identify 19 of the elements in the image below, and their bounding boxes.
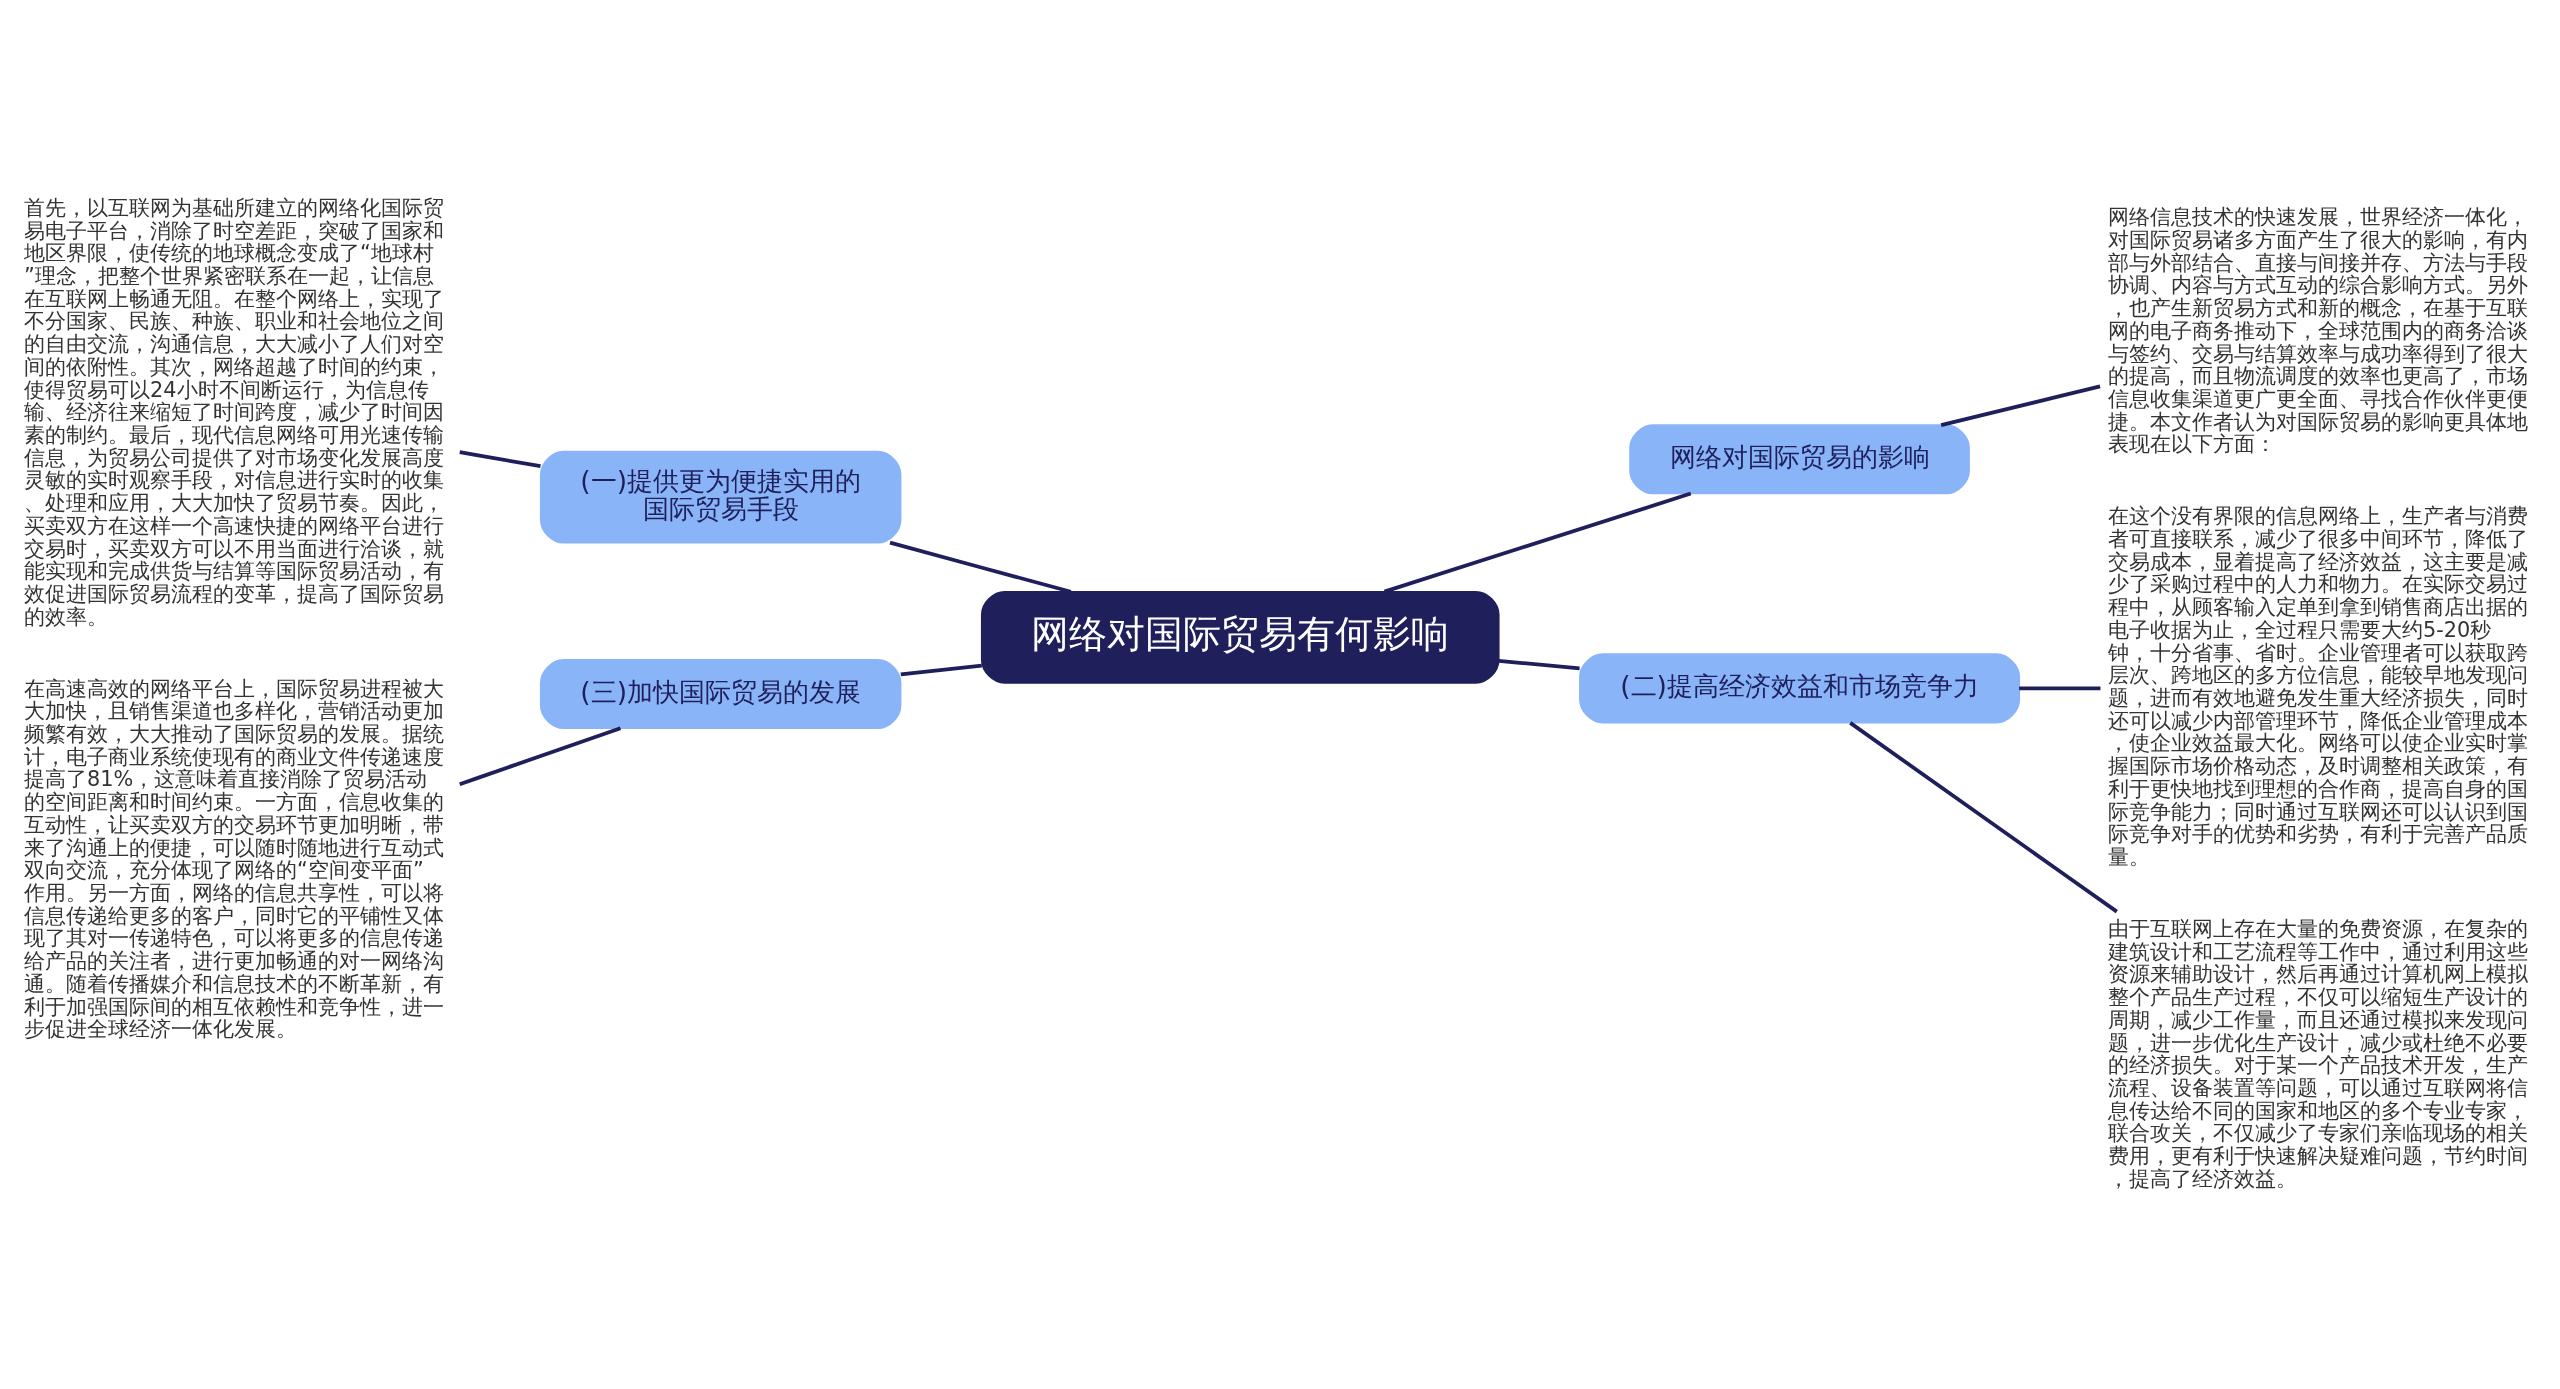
node-box: (一)提供更为便捷实用的国际贸易手段: [539, 450, 902, 544]
node-text: 网络信息技术的快速发展，世界经济一体化，对国际贸易诸多方面产生了很大的影响，有内部与外部结合、直接与间接并存、方法与手段协调、内容与方式互动的综合影响方式。另外，也产生新贸易方式和新的概念，在基于互联网的电子商务推动下，全球范围内的商务洽谈与签约、交易与结算效率与成功率得到了很大的提高，而且物流调度的效率也更高了，市场信息收集渠道更广更全面、寻找合作伙伴更便捷。本文作者认为对国际贸易的影响更具体地表现在以下方面：: [2108, 204, 2529, 456]
connector: [1849, 720, 2118, 913]
connector: [889, 540, 1072, 594]
connector: [459, 449, 541, 468]
node-box: 网络对国际贸易有何影响: [980, 590, 1500, 684]
node-text: 在高速高效的网络平台上，国际贸易进程被大大加快，且销售渠道也多样化，营销活动更加频繁有效，大大推动了国际贸易的发展。据统计，电子商业系统使现有的商业文件传递速度提高了81%，这意味着直接消除了贸易活动的空间距离和时间约束。一方面，信息收集的互动性，让买卖双方的交易环节更加明晰，带来了沟通上的便捷，可以随时随地进行互动式双向交流，充分体现了网络的“空间变平面”作用。另一方面，网络的信息共享性，可以将信息传递给更多的客户，同时它的平铺性又体现了其对一传递特色，可以将更多的信息传递给产品的关注者，进行更加畅通的对一网络沟通。随着传播媒介和信息技术的不断革新，有利于加强国际间的相互依赖性和竞争性，进一步促进全球经济一体化发展。: [24, 676, 445, 1041]
node-box: 网络对国际贸易的影响: [1629, 423, 1970, 494]
node-text: 首先，以互联网为基础所建立的网络化国际贸易电子平台，消除了时空差距，突破了国家和地区界限，使传统的地球概念变成了“地球村”理念，把整个世界紧密联系在一起，让信息在互联网上畅通无阻。在整个网络上，实现了不分国家、民族、种族、职业和社会地位之间的自由交流，沟通信息，大大减小了人们对空间的依附性。其次，网络超越了时间的约束，使得贸易可以24小时不间断运行，为信息传输、经济往来缩短了时间跨度，减少了时间因素的制约。最后，现代信息网络可用光速传输信息，为贸易公司提供了对市场变化发展高度灵敏的实时观察手段，对信息进行实时的收集、处理和应用，大大加快了贸易节奏。因此，买卖双方在这样一个高速快捷的网络平台进行交易时，买卖双方可以不用当面进行洽谈，就能实现和完成供货与结算等国际贸易活动，有效促进国际贸易流程的变革，提高了国际贸易的效率。: [24, 195, 445, 629]
connector: [459, 725, 622, 786]
connector: [1383, 491, 1692, 593]
node-box: (三)加快国际贸易的发展: [539, 658, 902, 729]
node-text: 由于互联网上存在大量的免费资源，在复杂的建筑设计和工艺流程等工作中，通过利用这些资源来辅助设计，然后再通过计算机网上模拟整个产品生产过程，不仅可以缩短生产设计的周期，减少工作量，而且还通过模拟来发现问题，进一步优化生产设计，减少或杜绝不必要的经济损失。对于某一个产品技术开发，生产流程、设备装置等问题，可以通过互联网将信息传达给不同的国家和地区的多个专业专家，联合攻关，不仅减少了专家们亲临现场的相关费用，更有利于快速解决疑难问题，节约时间，提高了经济效益。: [2108, 916, 2529, 1191]
node-box: (二)提高经济效益和市场竞争力: [1579, 652, 2021, 723]
connector: [1498, 658, 1580, 670]
node-text: 在这个没有界限的信息网络上，生产者与消费者可直接联系，减少了很多中间环节，降低了交易成本，显着提高了经济效益，这主要是减少了采购过程中的人力和物力。在实际交易过程中，从顾客输入定单到拿到销售商店出据的电子收据为止，全过程只需要大约5-20秒钟，十分省事、省时。企业管理者可以获取跨层次、跨地区的多方位信息，能较早地发现问题，进而有效地避免发生重大经济损失，同时还可以减少内部管理环节，降低企业管理成本，使企业效益最大化。网络可以使企业实时掌握国际市场价格动态，及时调整相关政策，有利于更快地找到理想的合作商，提高自身的国际竞争能力；同时通过互联网还可以认识到国际竞争对手的优势和劣势，有利于完善产品质量。: [2108, 503, 2529, 869]
connector: [900, 663, 983, 676]
connector: [1940, 383, 2101, 427]
connector: [2019, 686, 2101, 690]
